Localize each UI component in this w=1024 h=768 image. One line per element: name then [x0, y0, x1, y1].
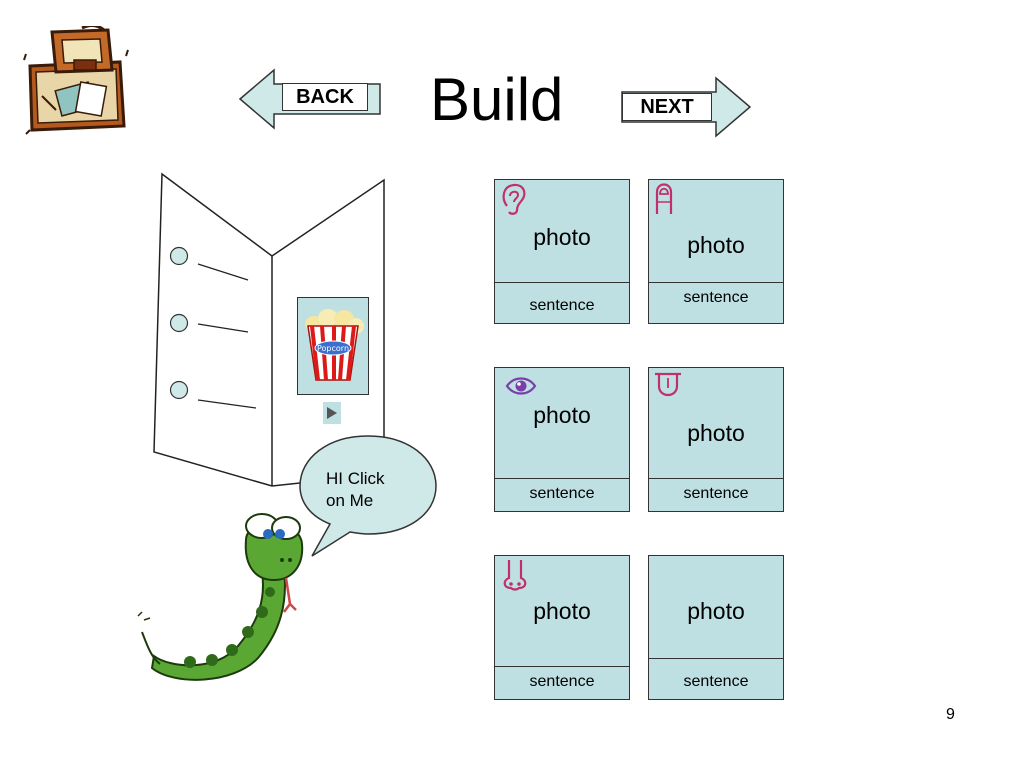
sense-card-sight[interactable]: photo sentence — [494, 367, 630, 512]
eye-icon — [505, 377, 537, 395]
sense-card-hearing[interactable]: photo sentence — [494, 179, 630, 324]
card-divider — [495, 478, 629, 479]
next-button[interactable]: NEXT — [620, 76, 752, 138]
sense-card-smell[interactable]: photo sentence — [494, 555, 630, 700]
sentence-placeholder[interactable]: sentence — [683, 673, 749, 690]
popcorn-label: Popcorn — [317, 344, 349, 353]
snake-mascot[interactable] — [134, 508, 324, 684]
card-divider — [495, 282, 629, 283]
play-button[interactable] — [323, 402, 341, 424]
nose-icon — [503, 560, 527, 591]
sentence-placeholder[interactable]: sentence — [529, 673, 595, 690]
menu-bullet-3[interactable] — [170, 381, 188, 399]
popcorn-icon: Popcorn — [305, 309, 364, 381]
sentence-placeholder[interactable]: sentence — [529, 485, 595, 502]
tongue-icon — [655, 372, 681, 397]
sense-card-extra[interactable]: photo sentence — [648, 555, 784, 700]
sentence-placeholder[interactable]: sentence — [529, 297, 595, 314]
popcorn-card[interactable]: Popcorn — [297, 297, 369, 395]
card-divider — [649, 282, 783, 283]
back-label: BACK — [282, 83, 368, 111]
photo-placeholder: photo — [533, 224, 591, 250]
photo-placeholder: photo — [687, 420, 745, 446]
briefcase-icon[interactable] — [22, 26, 132, 136]
play-icon — [327, 407, 337, 419]
sense-card-touch[interactable]: photo sentence — [648, 179, 784, 324]
card-divider — [495, 666, 629, 667]
speech-bubble-text: HI Click on Me — [326, 468, 426, 512]
menu-bullet-2[interactable] — [170, 314, 188, 332]
photo-placeholder: photo — [533, 598, 591, 624]
next-label: NEXT — [622, 93, 712, 121]
sentence-placeholder[interactable]: sentence — [683, 289, 749, 306]
ear-icon — [502, 183, 526, 215]
photo-placeholder: photo — [687, 232, 745, 258]
card-divider — [649, 658, 783, 659]
photo-placeholder: photo — [687, 598, 745, 624]
photo-placeholder: photo — [533, 402, 591, 428]
page-number: 9 — [946, 706, 955, 723]
back-button[interactable]: BACK — [238, 68, 383, 130]
page-title: Build — [430, 66, 564, 133]
speech-line-2: on Me — [326, 491, 374, 510]
menu-bullet-1[interactable] — [170, 247, 188, 265]
finger-icon — [655, 183, 673, 214]
sentence-placeholder[interactable]: sentence — [683, 485, 749, 502]
speech-bubble[interactable] — [296, 432, 440, 560]
speech-line-1: HI Click — [326, 469, 385, 488]
sense-card-taste[interactable]: photo sentence — [648, 367, 784, 512]
card-divider — [649, 478, 783, 479]
